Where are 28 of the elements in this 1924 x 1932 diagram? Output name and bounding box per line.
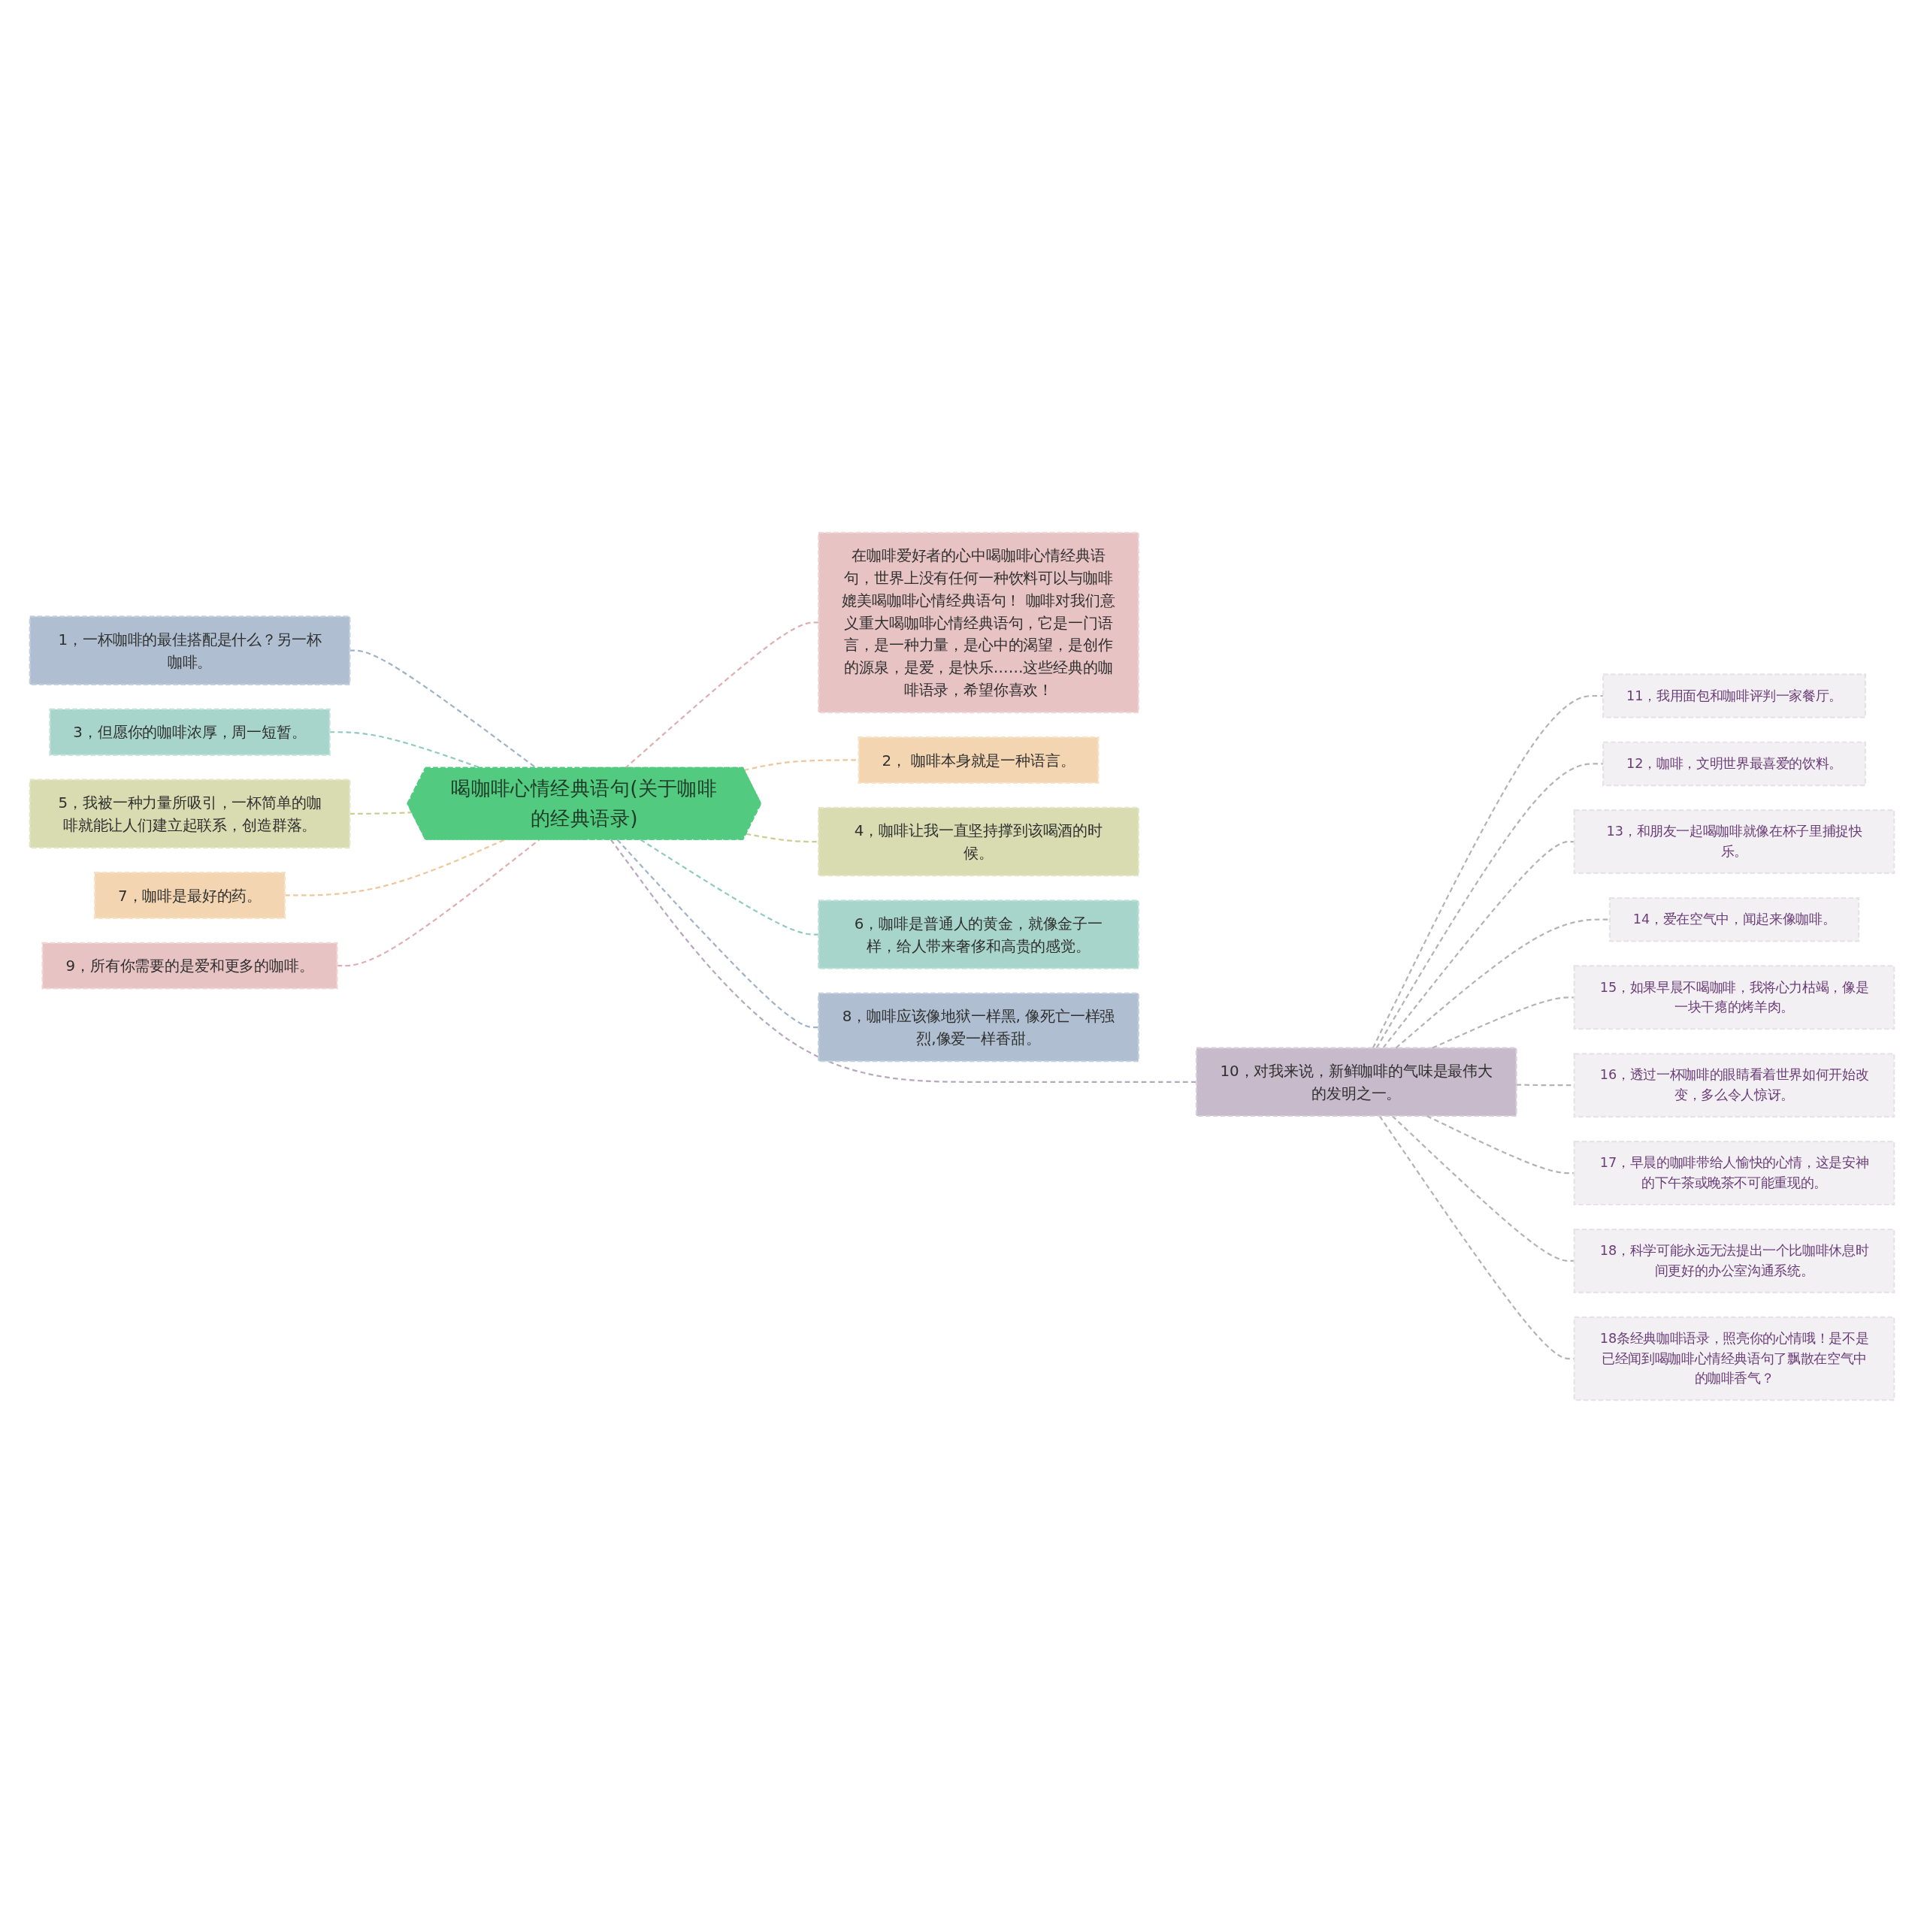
- connector: [1395, 918, 1610, 1048]
- node-box: 7，咖啡是最好的药。: [93, 871, 286, 919]
- node-box: 15，如果早晨不喝咖啡，我将心力枯竭，像是一块干瘪的烤羊肉。: [1573, 964, 1895, 1029]
- node-box: 5，我被一种力量所吸引，一杯简单的咖啡就能让人们建立起联系，创造群落。: [29, 779, 351, 848]
- node-box: 2， 咖啡本身就是一种语言。: [858, 736, 1100, 784]
- node-box: 11，我用面包和咖啡评判一家餐厅。: [1602, 673, 1866, 718]
- node-box: 10，对我来说，新鲜咖啡的气味是最伟大的发明之一。: [1195, 1047, 1517, 1117]
- node-box: 18条经典咖啡语录，照亮你的心情哦！是不是已经闻到喝咖啡心情经典语句了飘散在空气中的咖啡香气？: [1573, 1316, 1895, 1401]
- node-box: 17，早晨的咖啡带给人愉快的心情，这是安神的下午茶或晚茶不可能重现的。: [1573, 1140, 1895, 1205]
- node-box: 9，所有你需要的是爱和更多的咖啡。: [41, 942, 338, 990]
- connector: [746, 833, 819, 842]
- node-box: 12，咖啡，文明世界最喜爱的饮料。: [1602, 741, 1866, 786]
- node-box: 3，但愿你的咖啡浓厚，周一短暂。: [49, 708, 331, 756]
- connector: [1372, 694, 1604, 1048]
- connector: [1375, 762, 1604, 1048]
- node-box: 4，咖啡让我一直坚持撑到该喝酒的时候。: [818, 806, 1139, 876]
- connector: [1382, 840, 1575, 1048]
- node-box: 6，咖啡是普通人的黄金，就像金子一样，给人带来奢侈和高贵的感觉。: [818, 899, 1139, 969]
- node-box: 1，一杯咖啡的最佳搭配是什么？另一杯咖啡。: [29, 615, 351, 685]
- node-box: 8，咖啡应该像地狱一样黑, 像死亡一样强烈,像爱一样香甜。: [818, 992, 1139, 1062]
- node-box: 18，科学可能永远无法提出一个比咖啡休息时间更好的办公室沟通系统。: [1573, 1228, 1895, 1293]
- connector: [616, 839, 819, 1028]
- node-box: 16，透过一杯咖啡的眼睛看着世界如何开始改变，多么令人惊讶。: [1573, 1052, 1895, 1117]
- connector: [610, 839, 1196, 1083]
- node-box: 13，和朋友一起喝咖啡就像在杯子里捕捉快乐。: [1573, 809, 1895, 874]
- connector: [349, 811, 413, 815]
- node-box: 在咖啡爱好者的心中喝咖啡心情经典语句，世界上没有任何一种饮料可以与咖啡媲美喝咖啡心情经典语句！ 咖啡对我们意义重大喝咖啡心情经典语句，它是一门语言，是一种力量，是心中的渴望，是创作的源泉，是爱，是快乐……这些经典的咖啡语录，希望你喜欢！: [818, 531, 1139, 713]
- node-box: 14，爱在空气中，闻起来像咖啡。: [1608, 896, 1860, 942]
